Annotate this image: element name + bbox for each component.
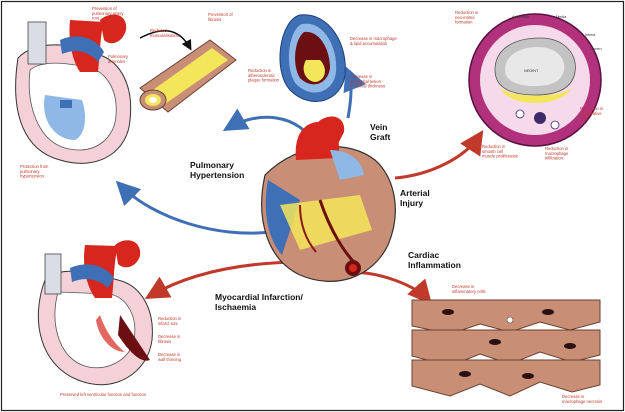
note-line: muscularisation [150,33,180,38]
note-line: muscle proliferation [482,154,519,159]
note-line: Lumen [590,47,602,51]
note-line: cell [580,116,586,121]
label-arterial-injury-line2: Injury [400,198,423,208]
note-ai-2: Adventitia [512,15,530,19]
note-line: in intimal thickness [350,84,385,89]
label-pulmonary-hypertension: Pulmonary Hypertension [190,160,244,180]
note-mi-4: Preserved left ventricular function and … [60,392,147,397]
note-line: infarct size [158,321,179,326]
label-pulmonary-hypertension-line2: Hypertension [190,170,244,180]
note-line: fibrosis [208,17,221,22]
note-line: macrophage necrosis [562,399,602,404]
note-ai-9: NEOINT [524,69,539,73]
label-cardiac-inflammation-line1: Cardiac [408,250,439,260]
note-line: hypertension [20,174,45,179]
note-line: Media [556,15,567,19]
artery-cross-section [469,14,601,146]
note-line: root [92,16,100,21]
note-line: wall thinning [158,357,182,362]
note-line: NEOINT [524,69,539,73]
note-line: Adventitia [512,15,530,19]
note-line: & lipid accumulation [350,41,388,46]
note-line: infiltration [545,156,564,161]
label-vein-graft-line1: Vein [370,122,387,132]
label-cardiac-inflammation-line2: Inflammation [408,260,461,270]
note-line: inflammatory cells [452,289,486,294]
note-line: Preserved left ventricular function and … [60,392,147,397]
myocardial-tissue [412,300,600,396]
heart-pulmonary [16,15,131,164]
label-vein-graft-line2: Graft [370,132,390,142]
note-line: arterioles [108,59,125,64]
note-line: formation [455,20,473,25]
label-myocardial-infarction-line1: Myocardial Infarction/ [215,292,303,302]
note-ai-5: Lumen [590,47,602,51]
note-line: Intima [585,33,596,37]
label-vein-graft: Vein Graft [370,122,390,142]
heart-infarct [38,240,152,384]
note-line: fibrosis [158,339,171,344]
label-arterial-injury-line1: Arterial [400,188,430,198]
note-ai-3: Media [556,15,567,19]
note-line: plaque formation [248,78,280,83]
note-ai-4: Intima [585,33,596,37]
label-pulmonary-hypertension-line1: Pulmonary [190,160,234,170]
label-myocardial-infarction-line2: Ischaemia [215,302,256,312]
